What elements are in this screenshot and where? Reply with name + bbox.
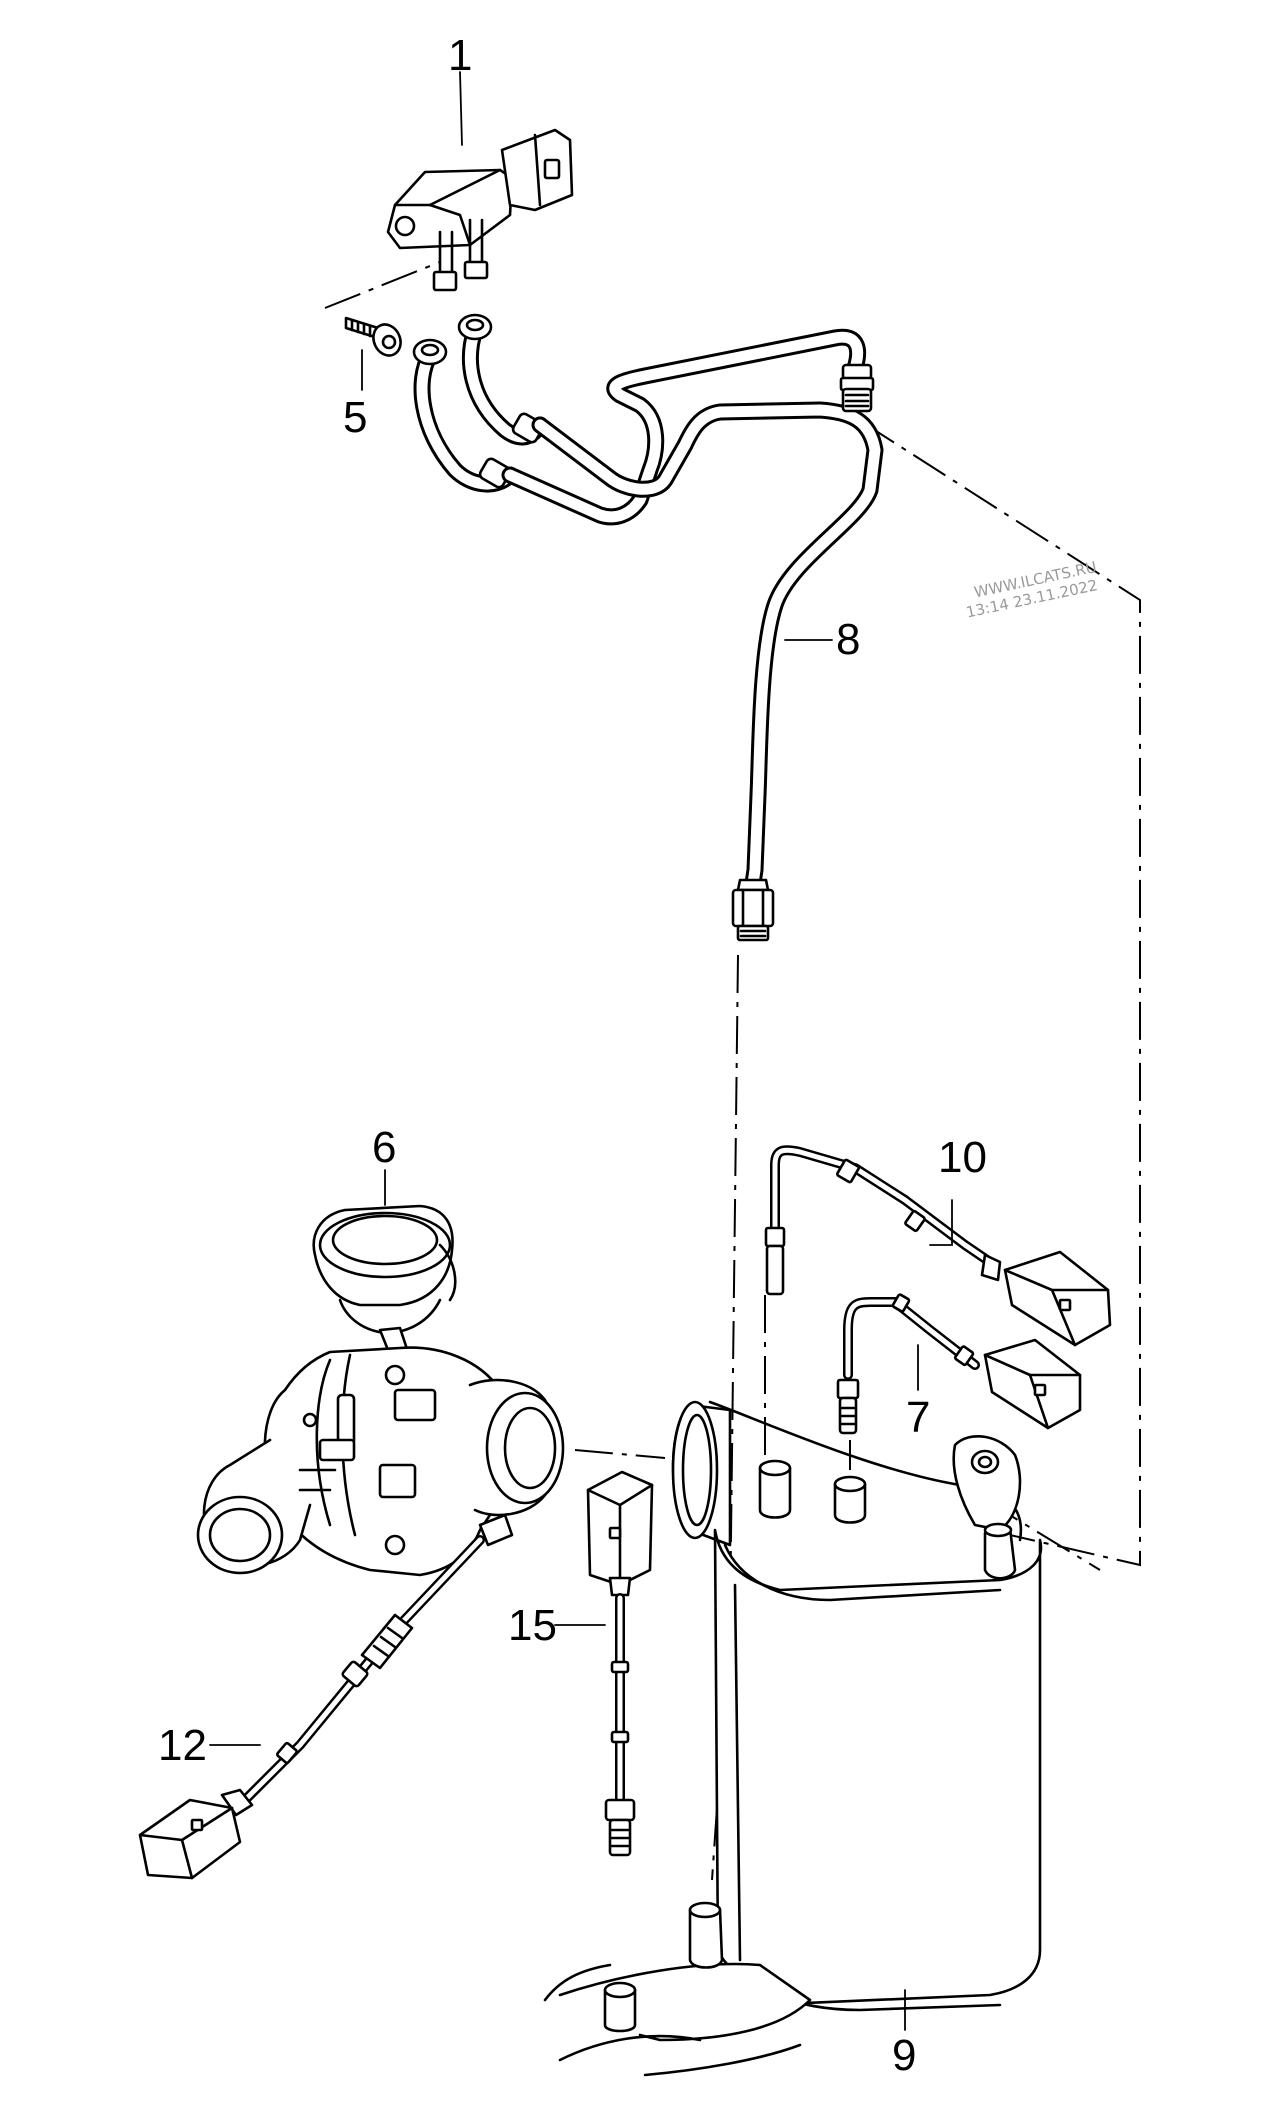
- callout-5: 5: [343, 393, 367, 442]
- temperature-sender-lower[interactable]: [836, 1293, 1082, 1435]
- callout-15: 15: [508, 1601, 557, 1650]
- leader-lines: [209, 71, 953, 2031]
- pipe-union-lower: [731, 878, 775, 942]
- callout-12: 12: [158, 1721, 207, 1770]
- bolt[interactable]: [344, 316, 406, 360]
- exhaust-sensor-center[interactable]: [586, 1470, 654, 1857]
- callout-labels: 1 5 6 7 8 9 10 12 15: [158, 31, 987, 2080]
- particulate-filter[interactable]: [543, 1400, 1043, 2077]
- pressure-sensor[interactable]: [386, 128, 574, 292]
- turbocharger[interactable]: [196, 1204, 565, 1577]
- callout-1: 1: [448, 31, 472, 80]
- callout-8: 8: [836, 615, 860, 664]
- temperature-sender-upper[interactable]: [764, 1145, 1112, 1347]
- callout-9: 9: [892, 2031, 916, 2080]
- pressure-pipe-assembly[interactable]: [412, 313, 884, 942]
- callout-7: 7: [906, 1393, 930, 1442]
- callout-6: 6: [372, 1123, 396, 1172]
- pipe-union-upper: [839, 363, 875, 413]
- callout-10: 10: [938, 1133, 987, 1182]
- exhaust-sensor-left[interactable]: [138, 1535, 485, 1880]
